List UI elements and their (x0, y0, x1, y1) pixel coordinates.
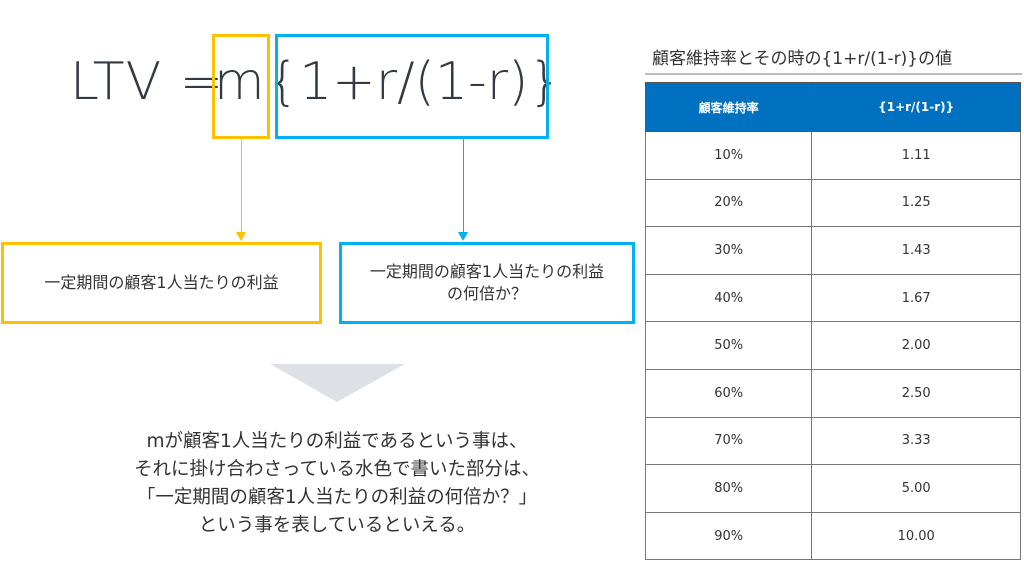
summary-line: という事を表しているといえる。 (198, 515, 476, 536)
multiplier-value-cell: 1.25 (811, 178, 1021, 228)
retention-rate-cell: 50% (644, 321, 813, 370)
table-row: 60%2.50 (644, 368, 1021, 418)
table-row: 20%1.25 (644, 178, 1021, 228)
m-connector-line (240, 139, 242, 234)
table-row: 40%1.67 (644, 273, 1021, 323)
table-row: 50%2.00 (644, 321, 1021, 370)
table-title: 顧客維持率とその時の{1+r/(1-r)}の値 (652, 49, 953, 69)
summary-line: それに掛け合わさっている水色で書いた部分は、 (133, 459, 541, 480)
retention-rate-cell: 20% (644, 178, 813, 228)
header-multiplier: {1+r/(1-r)} (811, 82, 1021, 132)
arrow-down-icon (458, 232, 468, 241)
retention-rate-cell: 30% (644, 226, 813, 275)
multiplier-value-cell: 2.00 (811, 321, 1021, 370)
formula-m: m (214, 52, 266, 112)
formula-prefix: LTV = (70, 52, 225, 112)
arrow-down-icon (236, 232, 246, 241)
table-row: 90%10.00 (644, 511, 1021, 561)
multiplier-connector-line (462, 139, 464, 234)
multiplier-value-cell: 3.33 (811, 416, 1021, 466)
multiplier-value-cell: 1.67 (811, 273, 1021, 323)
retention-rate-cell: 40% (644, 273, 813, 323)
table-row: 30%1.43 (644, 226, 1021, 275)
multiplier-highlight-box (275, 34, 549, 139)
multiplier-value-cell: 1.43 (811, 226, 1021, 275)
multiplier-label-box: 一定期間の顧客1人当たりの利益 の何倍か？ (339, 242, 635, 324)
table-row: 80%5.00 (644, 464, 1021, 513)
multiplier-value-cell: 1.11 (811, 131, 1021, 180)
multiplier-label-line2: の何倍か？ (446, 284, 527, 303)
title-divider (645, 73, 1022, 75)
summary-line: mが顧客1人当たりの利益であるという事は、 (146, 431, 528, 452)
m-label-text: 一定期間の顧客1人当たりの利益 (44, 273, 279, 292)
multiplier-value-cell: 5.00 (811, 464, 1021, 513)
table-header-row: 顧客維持率 {1+r/(1-r)} (644, 82, 1021, 132)
retention-rate-cell: 10% (644, 131, 813, 180)
retention-rate-cell: 70% (644, 416, 813, 466)
header-retention-rate: 顧客維持率 (644, 82, 813, 132)
summary-text: mが顧客1人当たりの利益であるという事は、 それに掛け合わさっている水色で書いた… (40, 428, 634, 540)
m-highlight-box (212, 34, 270, 139)
multiplier-value-cell: 10.00 (811, 511, 1021, 561)
table-row: 70%3.33 (644, 416, 1021, 466)
retention-rate-cell: 60% (644, 368, 813, 418)
retention-rate-cell: 90% (644, 511, 813, 561)
m-label-box: 一定期間の顧客1人当たりの利益 (1, 242, 322, 324)
multiplier-value-cell: 2.50 (811, 368, 1021, 418)
summary-line: 「一定期間の顧客1人当たりの利益の何倍か？」 (136, 487, 538, 508)
multiplier-label-line1: 一定期間の顧客1人当たりの利益 (369, 262, 605, 281)
table-row: 10%1.11 (644, 131, 1021, 180)
formula-multiplier: {1+r/(1-r)} (266, 52, 562, 112)
retention-rate-cell: 80% (644, 464, 813, 513)
down-triangle-icon (270, 364, 405, 402)
